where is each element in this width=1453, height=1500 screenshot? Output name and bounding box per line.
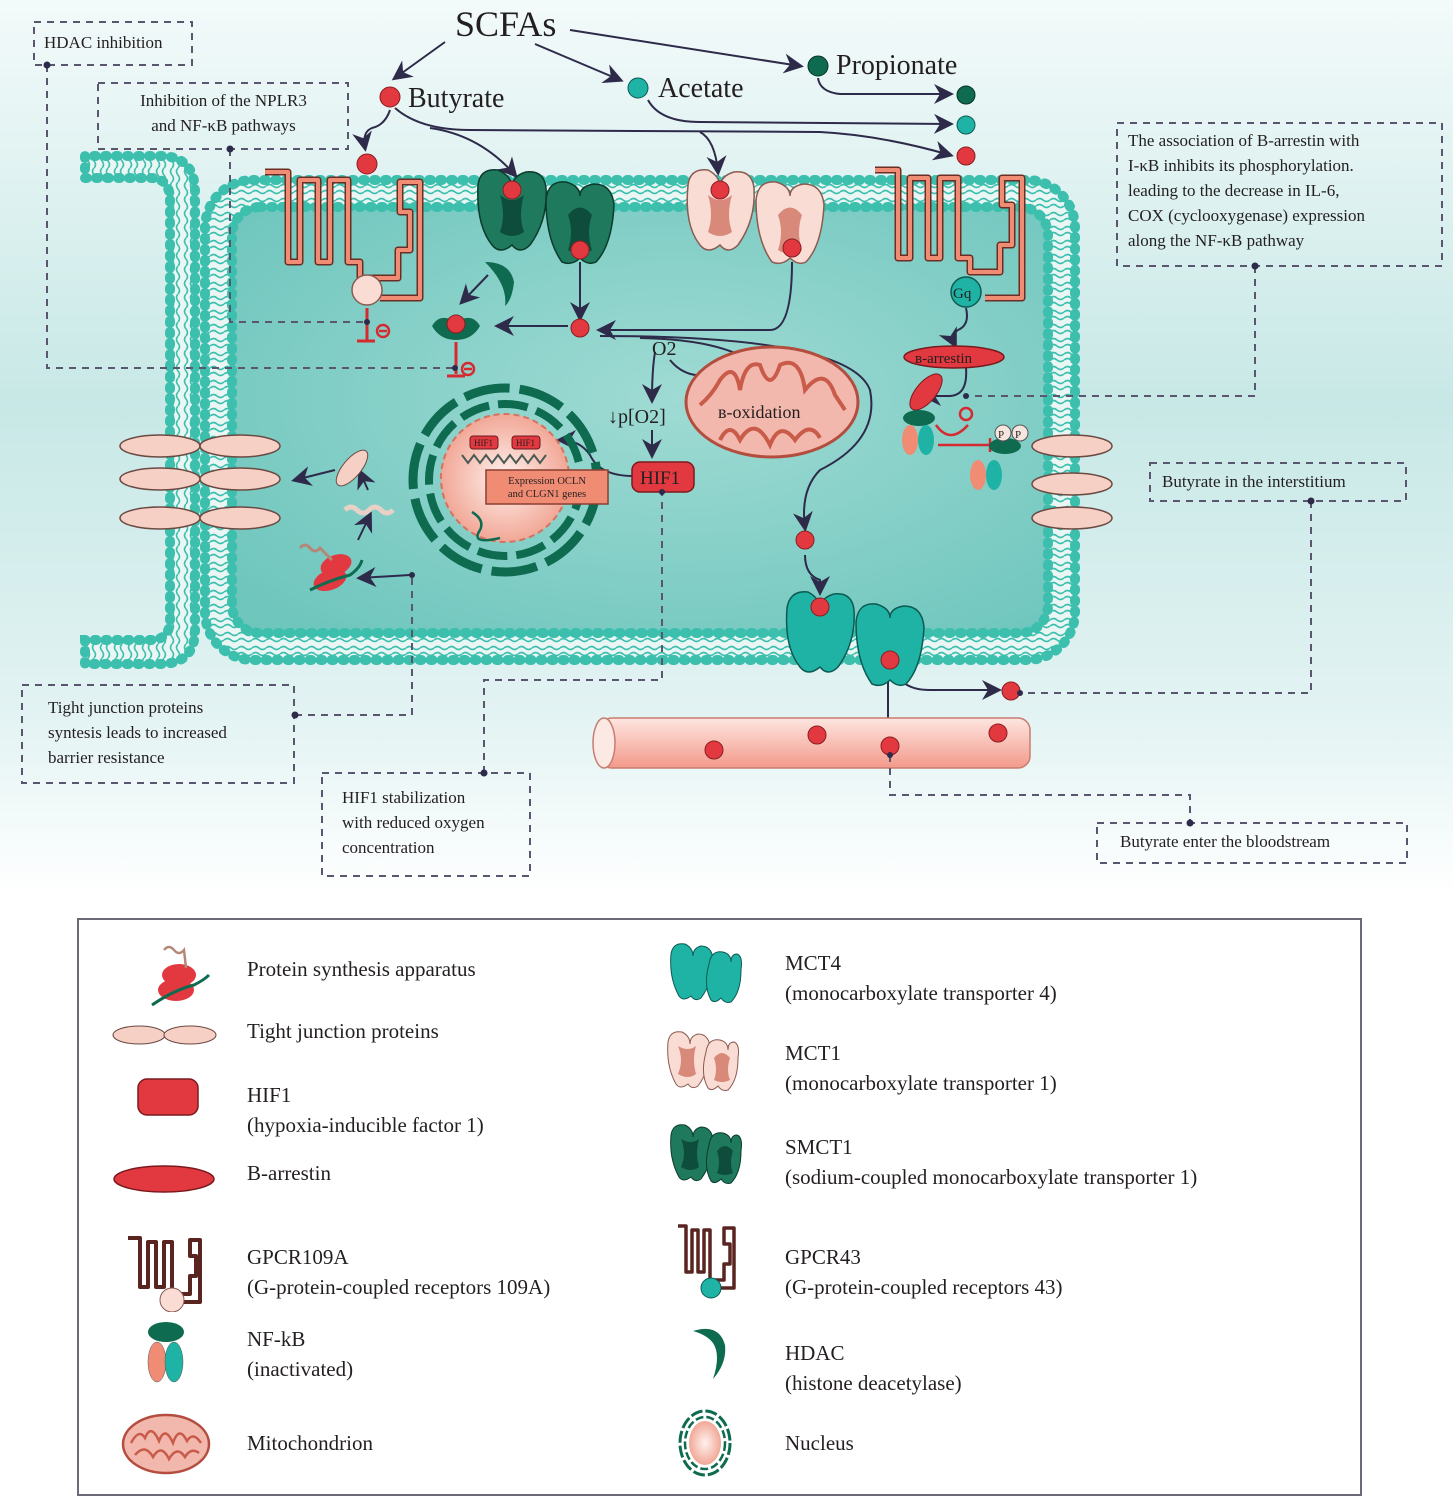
mct1-icon (667, 1031, 739, 1091)
annotation-tight-junction-synthesis: Tight junction proteins syntesis leads t… (48, 698, 227, 767)
mct4-transporter (785, 591, 925, 687)
butyrate-cytoplasm (570, 318, 590, 338)
butyrate-to-mct4 (795, 530, 815, 550)
phospho-2: P (1015, 429, 1021, 441)
annotation-hif1-stabilization: HIF1 stabilization with reduced oxygen c… (342, 788, 485, 857)
propionate-dot (807, 55, 829, 77)
gq-label: Gq (953, 286, 972, 302)
butyrate-in-mct1 (710, 180, 730, 200)
annotation-butyrate-bloodstream: Butyrate enter the bloodstream (1120, 832, 1331, 851)
legend-label-mitochondrion: Mitochondrion (247, 1431, 373, 1455)
beta-arrestin-label: в-arrestin (915, 351, 973, 367)
o2-label: O2 (652, 338, 676, 360)
acetate-label: Acetate (658, 73, 744, 104)
legend-label-gpcr43: GPCR43 (G-protein-coupled receptors 43) (785, 1245, 1063, 1299)
hif1-label: HIF1 (640, 468, 680, 489)
propionate-dot-2 (956, 85, 976, 105)
blood-vessel (592, 717, 1031, 769)
legend-label-mct4: MCT4 (monocarboxylate transporter 4) (785, 951, 1057, 1005)
legend-label-hif1: HIF1 (hypoxia-inducible factor 1) (247, 1083, 484, 1137)
butyrate-in-mct4 (810, 597, 830, 617)
gpcr109a-receptor (265, 153, 424, 343)
butyrate-ligand (356, 153, 378, 175)
legend: Protein synthesis apparatus Tight juncti… (77, 918, 1362, 1496)
legend-label-tight-junction: Tight junction proteins (247, 1019, 439, 1043)
expression-line-1: Expression OCLN (508, 476, 586, 487)
butyrate-out-smct1 (570, 240, 590, 260)
beta-arrestin (903, 345, 1005, 369)
expression-line-2: and CLGN1 genes (508, 489, 586, 500)
acetate-dot (627, 77, 649, 99)
smct1-icon (670, 1124, 742, 1184)
mitochondrion: в-oxidation (684, 345, 860, 459)
annotation-leaders (21, 21, 1443, 877)
leader-dots (43, 61, 1315, 827)
hdac-icon (693, 1328, 726, 1379)
protein-synthesis-icon (151, 945, 211, 1007)
butyrate-in-smct1 (502, 180, 522, 200)
butyrate-dot (379, 86, 401, 108)
legend-label-smct1: SMCT1 (sodium-coupled monocarboxylate tr… (785, 1135, 1198, 1189)
nucleus-icon (678, 1409, 732, 1477)
mct1-transporter (686, 169, 825, 265)
legend-label-b-arrestin: B-arrestin (247, 1161, 331, 1185)
propionate-label: Propionate (836, 50, 957, 81)
legend-label-gpcr109a: GPCR109A (G-protein-coupled receptors 10… (247, 1245, 551, 1299)
smct1-transporter (477, 169, 615, 265)
b-arrestin-icon (113, 1165, 215, 1193)
annotation-nplr3-nfkb: Inhibition of the NPLR3 and NF-κB pathwa… (140, 91, 307, 135)
butyrate-dot-2 (956, 146, 976, 166)
legend-label-nfkb: NF-kB (inactivated) (247, 1327, 354, 1381)
gpcr43-icon (678, 1224, 736, 1299)
butyrate-interstitium-dot (1001, 681, 1021, 701)
scfas-title: SCFAs (455, 4, 556, 44)
butyrate-pathway-diagram: SCFAs Butyrate Acetate Propionate (0, 0, 1453, 895)
mitochondrion-icon (121, 1413, 211, 1475)
low-po2-label: ↓p[O2] (608, 406, 666, 428)
annotation-hdac-inhibition: HDAC inhibition (44, 33, 163, 52)
legend-label-nucleus: Nucleus (785, 1431, 854, 1455)
mct4-icon (670, 943, 742, 1003)
butyrate-out-mct4 (880, 650, 900, 670)
gpcr109a-icon (128, 1236, 202, 1312)
beta-oxidation-label: в-oxidation (718, 402, 801, 422)
legend-label-hdac: HDAC (histone deacetylase) (785, 1341, 962, 1395)
butyrate-label: Butyrate (408, 83, 504, 114)
gpcr43-receptor: Gq (875, 166, 1026, 308)
legend-label-protein-synthesis: Protein synthesis apparatus (247, 957, 476, 981)
nfkb-complex: P P (902, 373, 1029, 490)
scfa-arrows (352, 29, 954, 179)
annotation-b-arrestin-ikb: The association of B-arrestin with I-κB … (1128, 131, 1365, 250)
legend-label-mct1: MCT1 (monocarboxylate transporter 1) (785, 1041, 1057, 1095)
hif1-icon (137, 1078, 199, 1116)
annotation-butyrate-interstitium: Butyrate in the interstitium (1162, 472, 1346, 491)
hif1-small-2: HIF1 (516, 438, 535, 448)
neighbor-cell-membrane (80, 151, 200, 669)
acetate-dot-2 (956, 115, 976, 135)
tight-junction-icon (112, 1025, 217, 1045)
phospho-1: P (998, 429, 1004, 441)
butyrate-out-mct1 (782, 238, 802, 258)
hif1-small-1: HIF1 (474, 438, 493, 448)
cytoplasm (227, 202, 1053, 638)
nucleus: HIF1 HIF1 Expression OCLN and CLGN1 genes (408, 383, 609, 577)
protein-synthesis (298, 449, 395, 592)
nfkb-icon (147, 1322, 184, 1383)
tight-junctions (119, 434, 1113, 530)
